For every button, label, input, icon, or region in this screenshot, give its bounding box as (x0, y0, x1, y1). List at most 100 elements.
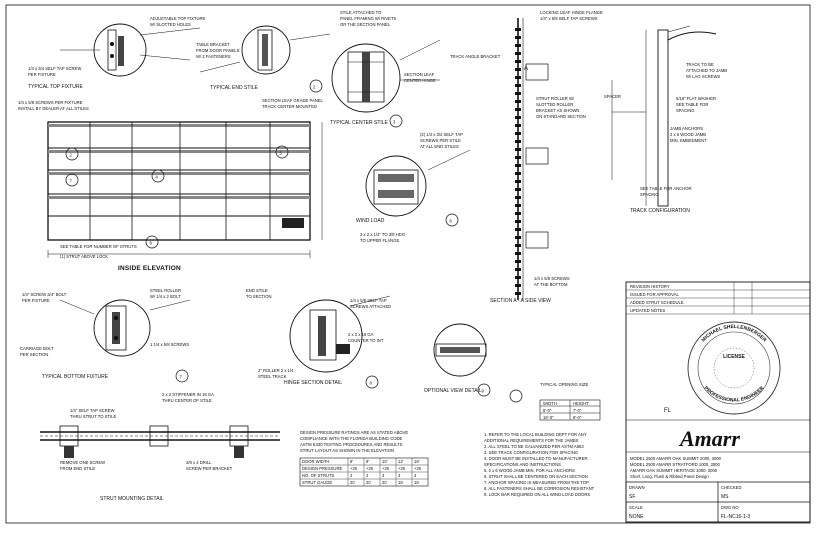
svg-text:ADJUSTABLE TOP FIXTURE: ADJUSTABLE TOP FIXTURE (150, 16, 206, 21)
svg-text:1/4 x 5/8 SCREWS PER FIXTURE: 1/4 x 5/8 SCREWS PER FIXTURE (18, 100, 83, 105)
svg-text:W/ 2 FASTENERS: W/ 2 FASTENERS (196, 54, 231, 59)
strut-mounting-detail: 1/4" SELF TAP SCREW THRU STRUT TO STILE … (40, 392, 280, 502)
svg-text:ATTACHED TO JAMB: ATTACHED TO JAMB (686, 68, 727, 73)
general-notes: 1. REFER TO THE LOCAL BUILDING DEPT FOR … (484, 432, 595, 497)
svg-text:COUNTER TO INT: COUNTER TO INT (348, 338, 384, 343)
svg-text:7. ANCHOR SPACING IS MEASURED: 7. ANCHOR SPACING IS MEASURED FROM THE T… (484, 480, 589, 485)
svg-text:TRACK CENTER MOUNTED: TRACK CENTER MOUNTED (262, 104, 317, 109)
svg-text:TRACK ANGLE BRACKET: TRACK ANGLE BRACKET (450, 54, 501, 59)
svg-text:6: 6 (450, 219, 453, 224)
strut-table-cell: DESIGN PRESSURE (302, 466, 342, 471)
svg-text:STEEL ROLLER: STEEL ROLLER (150, 288, 181, 293)
svg-text:SPACING: SPACING (676, 108, 695, 113)
hinge-mark (515, 52, 521, 55)
hinge-mark (515, 204, 521, 207)
svg-text:DESIGN PRESSURE RATINGS ARE AS: DESIGN PRESSURE RATINGS ARE AS STATED AB… (300, 430, 408, 435)
svg-text:HEIGHT: HEIGHT (573, 401, 589, 406)
strut-table-cell: 20 (366, 480, 371, 485)
svg-text:3. SEE TRACK CONFIGURATION FOR: 3. SEE TRACK CONFIGURATION FOR SPACING (484, 450, 578, 455)
hinge-mark (515, 164, 521, 167)
wind-table: WIDTH HEIGHT 8'-0" 7'-0" 16'-0" 8'-0" TY… (509, 382, 601, 421)
svg-text:TYPICAL OPENING SIZE: TYPICAL OPENING SIZE (540, 382, 588, 387)
svg-text:9: 9 (482, 389, 485, 394)
svg-text:PER SECTION: PER SECTION (20, 352, 48, 357)
view-label-end-stile: TYPICAL END STILE (210, 85, 259, 91)
hinge-mark (515, 212, 521, 215)
svg-text:7: 7 (180, 375, 183, 380)
svg-text:8. ALL FASTENERS SHALL BE CORR: 8. ALL FASTENERS SHALL BE CORROSION RESI… (484, 486, 595, 491)
svg-text:8: 8 (150, 241, 153, 246)
title-block-value: NONE (629, 514, 644, 520)
hinge-mark (515, 196, 521, 199)
hinge-mark (515, 220, 521, 223)
strut-table-cell: 20 (382, 480, 387, 485)
svg-text:8'-0": 8'-0" (543, 408, 552, 413)
hinge-mark (515, 132, 521, 135)
view-label-top-fixture: TYPICAL TOP FIXTURE (28, 84, 83, 90)
svg-text:3: 3 (393, 120, 396, 125)
strut-table-cell: +25 (366, 466, 374, 471)
svg-text:1/4 x 5/8 SELF TAP: 1/4 x 5/8 SELF TAP (350, 298, 387, 303)
hinge-mark (515, 244, 521, 247)
strut-table-cell: +25 (350, 466, 358, 471)
strut-table-cell: 2 (350, 473, 353, 478)
svg-text:ASTM E330 TESTING PROCEDURES A: ASTM E330 TESTING PROCEDURES AND RESULTS (300, 442, 403, 447)
svg-text:STRUT ROLLER W/: STRUT ROLLER W/ (536, 96, 575, 101)
svg-text:A: A (524, 66, 528, 72)
hinge-mark (515, 44, 521, 47)
svg-text:1/4 x 5/8 SCREWS: 1/4 x 5/8 SCREWS (534, 276, 570, 281)
svg-text:2 x 2 x 1/4" TO 3/8 HDG: 2 x 2 x 1/4" TO 3/8 HDG (360, 232, 405, 237)
hinge-mark (515, 292, 521, 295)
svg-text:OR THE SECTION PANEL: OR THE SECTION PANEL (340, 22, 391, 27)
hinge-section-detail: END STILE TO SECTION 1/4 x 5/8 SELF TAP … (246, 288, 391, 389)
revision-row: ISSUED FOR APPROVAL (630, 292, 679, 297)
svg-text:7: 7 (70, 179, 73, 184)
view-label-section-a: SECTION A - A SIDE VIEW (490, 298, 551, 304)
hinge-mark (515, 28, 521, 31)
svg-text:SPECIFICATIONS AND INSTRUCTION: SPECIFICATIONS AND INSTRUCTIONS (484, 462, 561, 467)
title-block-value: MS (721, 494, 729, 500)
svg-text:4. DOOR MUST BE INSTALLED TO M: 4. DOOR MUST BE INSTALLED TO MANUFACTURE… (484, 456, 587, 461)
svg-text:(1) STRUT ABOVE LOCK: (1) STRUT ABOVE LOCK (60, 254, 108, 259)
title-block-key: DWG NO (721, 505, 739, 510)
strut-table-notes: DESIGN PRESSURE RATINGS ARE AS STATED AB… (299, 430, 429, 487)
svg-text:ADDITIONAL REQUIREMENTS FOR TH: ADDITIONAL REQUIREMENTS FOR THE JAMBS (484, 438, 579, 443)
hinge-mark (515, 188, 521, 191)
view-label-bottom-fixture: TYPICAL BOTTOM FIXTURE (42, 374, 109, 380)
svg-text:2 x 2 STIFFENER IN 18 GA: 2 x 2 STIFFENER IN 18 GA (162, 392, 214, 397)
svg-text:TO SECTION: TO SECTION (246, 294, 272, 299)
strut-table-cell: 20 (350, 480, 355, 485)
title-block-value: FL-NC16-1-3 (721, 514, 750, 520)
svg-text:REMOVE ONE SCREW: REMOVE ONE SCREW (60, 460, 105, 465)
svg-text:COMPLIANCE WITH THE FLORIDA BU: COMPLIANCE WITH THE FLORIDA BUILDING COD… (300, 436, 403, 441)
title-block-value: SF (629, 494, 635, 500)
svg-text:SEE TABLE FOR ANCHOR: SEE TABLE FOR ANCHOR (640, 186, 692, 191)
svg-text:STILE ATTACHED TO: STILE ATTACHED TO (340, 10, 382, 15)
hinge-mark (515, 68, 521, 71)
svg-text:W/ LAG SCREWS: W/ LAG SCREWS (686, 74, 720, 79)
svg-text:2: 2 (313, 85, 316, 90)
strut-table-cell: 12' (398, 459, 404, 464)
hinge-mark (515, 180, 521, 183)
hinge-mark (515, 284, 521, 287)
svg-text:TO UPPER FLANGE: TO UPPER FLANGE (360, 238, 399, 243)
svg-text:7'-0": 7'-0" (573, 408, 582, 413)
svg-text:(2) 1/4 x 3/4 SELF TAP: (2) 1/4 x 3/4 SELF TAP (420, 132, 463, 137)
strut-table-cell: NO. OF STRUTS (302, 473, 335, 478)
seal-state: FL (664, 408, 672, 414)
svg-text:1/4" SELF TAP SCREW: 1/4" SELF TAP SCREW (70, 408, 115, 413)
svg-text:MODEL 2500 AMARR OAK SUMMIT 20: MODEL 2500 AMARR OAK SUMMIT 2000, 3000 (630, 456, 722, 461)
hinge-mark (515, 76, 521, 79)
svg-text:AT ALL END STILES: AT ALL END STILES (420, 144, 459, 149)
center-stile-detail: STILE ATTACHED TO PANEL FRAMING W/ RIVET… (262, 10, 441, 128)
strut-table-cell: +25 (398, 466, 406, 471)
svg-text:FROM DOOR PANELS: FROM DOOR PANELS (196, 48, 240, 53)
strut-table-cell: 18 (414, 480, 419, 485)
svg-text:SPACING: SPACING (640, 192, 659, 197)
strut-table-cell: 3 (398, 473, 401, 478)
hinge-mark (515, 276, 521, 279)
svg-text:CENTER HINGE: CENTER HINGE (404, 78, 436, 83)
svg-text:5. 2 x 6 WOOD JAMB MIN. FOR AL: 5. 2 x 6 WOOD JAMB MIN. FOR ALL ANCHORS (484, 468, 575, 473)
